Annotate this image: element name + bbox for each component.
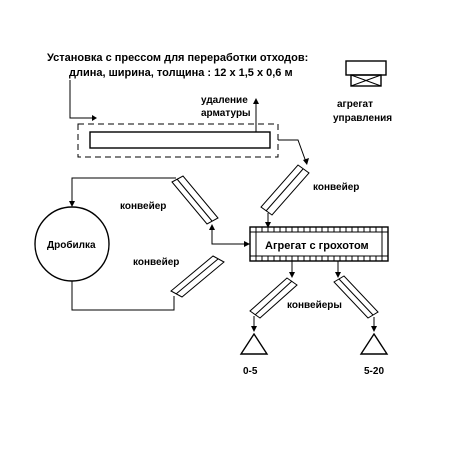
crusher-in-arrowhead xyxy=(69,201,75,207)
screen-feed-arrowhead xyxy=(244,241,250,247)
control-unit-label-line1: агрегат xyxy=(337,99,373,110)
screen-to-right-bottom-arrowhead xyxy=(335,272,341,278)
crusher-to-lower-conveyor xyxy=(71,281,175,311)
control-unit-label-line2: управления xyxy=(333,113,392,124)
conveyor-lower-left-label: конвейер xyxy=(133,257,179,268)
conveyor-upper-left-label: конвейер xyxy=(120,201,166,212)
conveyor-bottom-left-center xyxy=(254,280,293,316)
press-unit-dashed-frame xyxy=(77,123,279,158)
title-to-press-arrowhead xyxy=(92,115,97,121)
press-unit-bar xyxy=(89,131,271,149)
to-coarse-pile-arrowhead xyxy=(371,326,377,332)
crusher-label: Дробилка xyxy=(47,239,96,251)
screen-to-left-bottom-arrowhead xyxy=(289,272,295,278)
upper-conveyor-to-crusher xyxy=(71,177,176,205)
conveyor-bottom-label: конвейеры xyxy=(287,300,342,311)
press-to-conveyor-arrowhead xyxy=(303,158,309,165)
conveyor-to-screen-arrowhead xyxy=(265,222,271,228)
fine-fraction-pile xyxy=(239,332,269,355)
conveyor-lower-left-center xyxy=(175,258,219,295)
coarse-fraction-pile xyxy=(359,332,389,355)
press-unit-title-line2: длина, ширина, толщина : 12 x 1,5 x 0,6 … xyxy=(69,67,293,79)
press-unit-title-line1: Установка с прессом для переработки отхо… xyxy=(47,52,308,64)
conveyor-top-right-center xyxy=(265,168,304,212)
title-to-press-connector xyxy=(69,80,92,119)
screen-return-arrowhead xyxy=(209,224,215,230)
conveyor-upper-left-center xyxy=(176,178,213,222)
rebar-removal-label-line1: удаление xyxy=(201,95,248,106)
control-unit-icon xyxy=(345,60,387,87)
to-fine-pile-arrowhead xyxy=(251,326,257,332)
press-to-conveyor-connector xyxy=(278,139,307,163)
fine-fraction-label: 0-5 xyxy=(243,366,258,377)
screen-unit-label: Агрегат с грохотом xyxy=(265,240,369,252)
conveyor-bottom-right-center xyxy=(338,278,374,316)
conveyor-top-right-label: конвейер xyxy=(313,182,359,193)
coarse-fraction-label: 5-20 xyxy=(364,366,384,377)
rebar-removal-label-line2: арматуры xyxy=(201,108,251,119)
rebar-removal-arrowhead xyxy=(253,98,259,104)
